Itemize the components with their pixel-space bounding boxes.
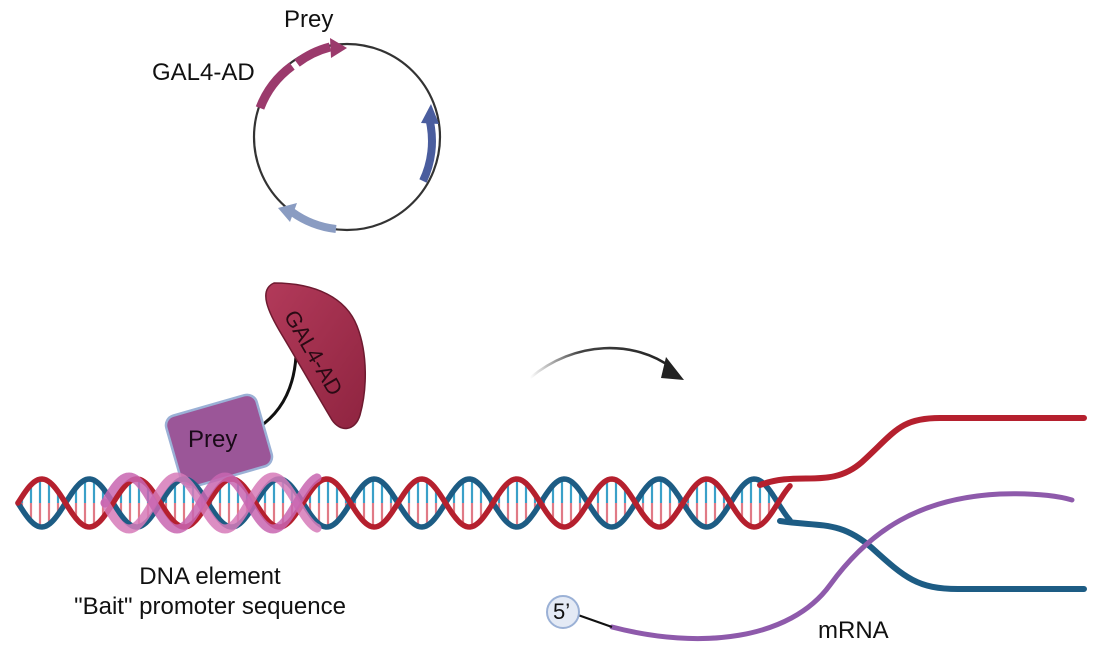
dna-double-helix — [15, 476, 793, 530]
bait-strand-b — [100, 472, 322, 534]
curved-arrow-icon — [529, 346, 673, 379]
bait-promoter-helix — [100, 472, 322, 534]
plasmid-prey-label: Prey — [284, 6, 334, 33]
gal4-ad-domain — [265, 282, 366, 430]
plasmid-marker-blue-arrowhead — [421, 104, 439, 124]
arrowhead-icon — [661, 357, 684, 380]
plasmid-gal4-ad-label: GAL4-AD — [152, 59, 255, 86]
mrna-strand — [609, 491, 1075, 642]
plasmid-prey-arrowhead — [330, 38, 347, 58]
dna-strand-red — [15, 476, 793, 530]
linker-line — [257, 355, 298, 430]
mrna-label: mRNA — [818, 617, 889, 644]
plasmid-marker-blue-segment — [419, 121, 436, 183]
bait-promoter-label: "Bait" promoter sequence — [74, 593, 346, 620]
five-prime-circle — [546, 595, 580, 629]
prey-plasmid — [252, 38, 442, 233]
transcription-arrow — [529, 346, 684, 380]
five-prime-connector — [577, 613, 613, 629]
template-strand-red — [757, 415, 1087, 488]
dna-strand-blue — [15, 476, 793, 530]
five-prime-label: 5’ — [553, 599, 571, 624]
fusion-protein — [164, 282, 366, 489]
protein-prey-label: Prey — [188, 426, 238, 453]
plasmid-prey-segment — [294, 42, 332, 67]
coding-strand-blue — [777, 518, 1087, 592]
plasmid-marker-lightblue-segment — [289, 208, 337, 233]
mrna-transcript — [609, 491, 1075, 642]
dna-element-label: DNA element — [139, 563, 281, 590]
bait-strand-a — [100, 472, 322, 534]
plasmid-gal4-ad-segment — [255, 62, 295, 110]
plasmid-backbone — [252, 42, 442, 232]
plasmid-marker-lightblue-arrowhead — [278, 203, 297, 222]
unwound-strands — [757, 415, 1087, 592]
five-prime-cap — [546, 595, 613, 629]
